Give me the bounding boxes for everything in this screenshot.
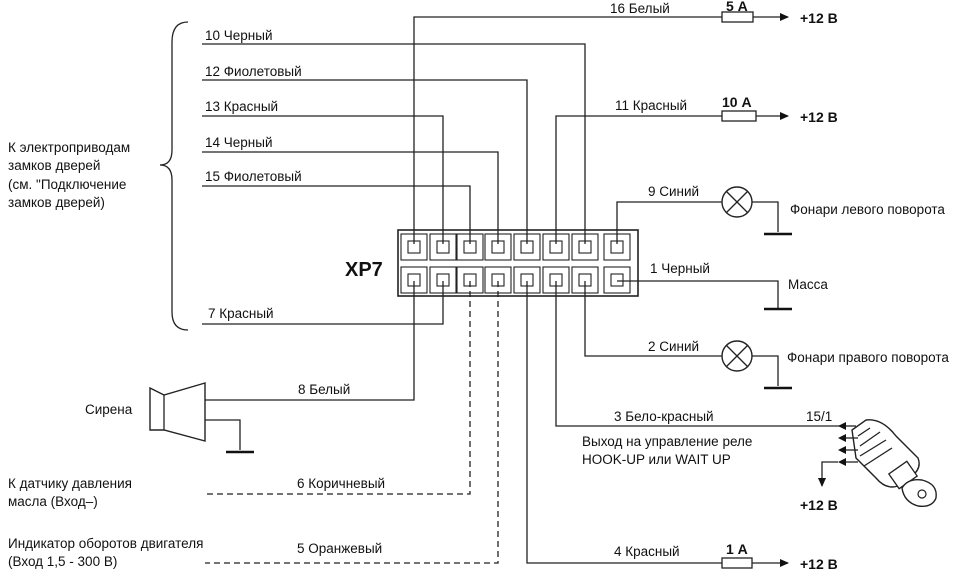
wire-11-label: 11 Красный [615,98,687,113]
wire-16-label: 16 Белый [610,1,670,16]
wire-14 [202,151,499,244]
wire-13-label: 13 Красный [205,99,278,114]
fuse-5a [721,11,754,23]
relay-line-2: HOOK-UP или WAIT UP [582,452,731,467]
wire-15 [202,185,471,244]
fuse-10a-label: 10 А [722,94,752,110]
wire-2-label: 2 Синий [648,339,699,354]
wire-7-label: 7 Красный [208,306,274,321]
wire-10 [202,43,586,244]
wire-12 [202,79,528,244]
power-label-1: +12 В [800,10,838,26]
power-label-3: +12 В [800,497,838,513]
xp7-connector [397,229,639,297]
wire-8 [205,281,415,401]
wire-8-label: 8 Белый [298,382,350,397]
wire-5 [205,281,499,564]
wire-16 [413,13,789,244]
connector-pin-socket [610,273,624,287]
rpm-line-1: Индикатор оборотов двигателя [8,536,203,551]
connector-label: XP7 [345,259,383,281]
wire-13 [202,115,444,244]
power-label-2: +12 В [800,109,838,125]
wire-6-label: 6 Коричневый [297,476,385,491]
wire-10-label: 10 Черный [205,28,272,43]
rpm-line-2: (Вход 1,5 - 300 В) [8,554,117,569]
wire-5-label: 5 Оранжевый [297,541,382,556]
wire-3-label: 3 Бело-красный [614,409,714,424]
siren-label: Сирена [85,402,133,417]
ignition-switch-icon [818,419,937,508]
door-locks-brace [159,21,189,331]
door-locks-line-1: К электроприводам [8,140,130,155]
fuse-10a [721,110,757,122]
relay-line-1: Выход на управление реле [582,434,752,449]
wire-4 [526,281,789,567]
wire-1-label: 1 Черный [650,261,710,276]
right-turn-label: Фонари правого поворота [787,350,949,365]
wire-2 [584,281,792,390]
ground-label: Масса [788,277,828,292]
fuse-5a-label: 5 А [726,0,748,14]
siren-icon [149,382,254,454]
door-locks-line-2: замков дверей [8,158,100,173]
lamp-right-icon [721,340,753,372]
left-turn-label: Фонари левого поворота [790,202,945,217]
power-label-4: +12 В [800,556,838,572]
wire-15-label: 15 Фиолетовый [205,169,302,184]
wire-6 [205,281,471,495]
wire-3 [555,281,842,427]
wire-4-label: 4 Красный [614,544,680,559]
wire-11 [555,112,789,244]
wire-12-label: 12 Фиолетовый [205,64,302,79]
fuse-1a [721,557,753,569]
door-locks-line-3: (см. "Подключение [8,177,126,192]
oil-sensor-line-2: масла (Вход–) [8,494,98,509]
wire-7 [202,281,444,325]
fuse-1a-label: 1 А [726,541,748,557]
wire-9-label: 9 Синий [648,184,699,199]
wire-1 [617,280,792,311]
wire-9 [616,201,792,244]
ignition-contact-label: 15/1 [806,409,832,424]
wire-14-label: 14 Черный [205,135,272,150]
lamp-left-icon [721,186,753,218]
oil-sensor-line-1: К датчику давления [8,476,132,491]
door-locks-line-4: замков дверей) [8,195,105,210]
